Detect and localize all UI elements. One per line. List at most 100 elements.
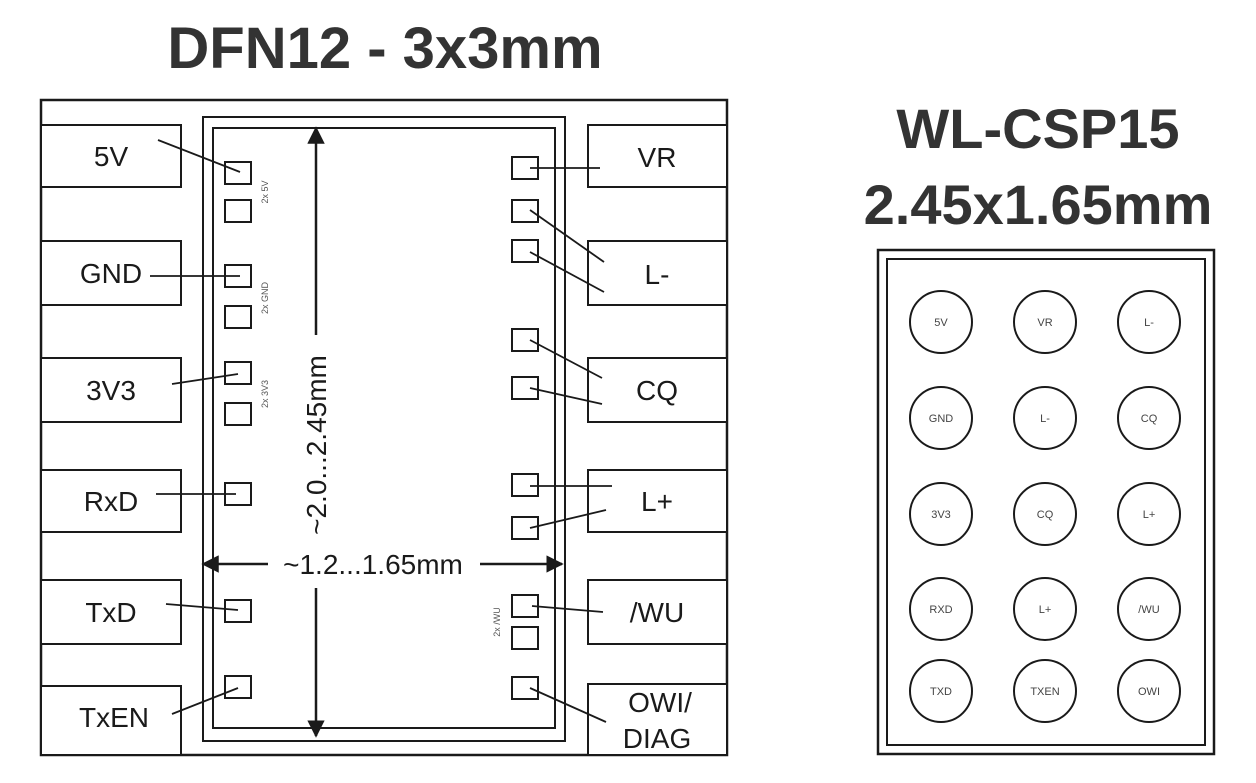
pad bbox=[511, 626, 539, 650]
leader-lplus-2 bbox=[529, 509, 607, 529]
csp-ball-label: L+ bbox=[1039, 604, 1052, 616]
csp-ball-label: L- bbox=[1040, 413, 1050, 425]
pad bbox=[224, 402, 252, 426]
pin-label-wu: /WU bbox=[630, 597, 684, 628]
dfn-left-pads bbox=[224, 161, 252, 699]
dim-horizontal-label: ~1.2...1.65mm bbox=[283, 549, 463, 580]
pad-note-3v3: 2x 3V3 bbox=[260, 380, 270, 408]
csp-ball bbox=[909, 290, 973, 354]
csp-ball bbox=[909, 577, 973, 641]
csp-ball bbox=[1117, 290, 1181, 354]
leader-owi bbox=[529, 687, 607, 723]
dfn-left-pins: 5V GND 3V3 RxD TxD TxEN bbox=[40, 124, 182, 756]
csp-ball-label: /WU bbox=[1138, 604, 1159, 616]
pin-box-rxd bbox=[40, 469, 182, 533]
dfn-right-pads bbox=[511, 156, 539, 700]
pin-box-gnd bbox=[40, 240, 182, 306]
pad bbox=[511, 676, 539, 700]
leader-cq-2 bbox=[529, 387, 603, 405]
wlcsp15-size: 2.45x1.65mm bbox=[863, 173, 1213, 236]
csp-ball-label: RXD bbox=[929, 604, 952, 616]
pin-label-cq: CQ bbox=[636, 375, 678, 406]
pin-label-diag: DIAG bbox=[623, 723, 691, 754]
pin-label-txd: TxD bbox=[85, 597, 136, 628]
pad bbox=[224, 199, 252, 223]
csp-ball bbox=[1013, 482, 1077, 546]
pad bbox=[511, 239, 539, 263]
pad-note-wu: 2x /WU bbox=[492, 607, 502, 637]
dfn-right-pins: VR L- CQ L+ /WU OWI/ DIAG bbox=[587, 124, 728, 756]
pin-box-wu bbox=[587, 579, 728, 645]
pin-box-owi-diag bbox=[587, 683, 728, 756]
csp-ball-label: OWI bbox=[1138, 686, 1160, 698]
pad bbox=[224, 161, 252, 185]
leader-wu bbox=[531, 605, 604, 613]
leader-lminus-1 bbox=[529, 209, 605, 263]
leader-5v bbox=[157, 139, 241, 173]
csp-ball-label: L- bbox=[1144, 317, 1154, 329]
csp-ball bbox=[909, 482, 973, 546]
dfn-exposed-pad-outer bbox=[202, 116, 566, 742]
pin-box-lplus bbox=[587, 469, 728, 533]
csp-ball-label: TXEN bbox=[1030, 686, 1059, 698]
leader-txen bbox=[171, 687, 239, 715]
pin-box-txen bbox=[40, 685, 182, 756]
pad bbox=[511, 199, 539, 223]
pin-label-lminus: L- bbox=[645, 259, 670, 290]
pin-box-vr bbox=[587, 124, 728, 188]
csp-ball bbox=[1117, 659, 1181, 723]
pin-label-txen: TxEN bbox=[79, 702, 149, 733]
pin-label-gnd: GND bbox=[80, 258, 142, 289]
pad bbox=[224, 305, 252, 329]
pad bbox=[224, 361, 252, 385]
pin-label-rxd: RxD bbox=[84, 486, 138, 517]
pad bbox=[511, 376, 539, 400]
pad bbox=[224, 675, 252, 699]
csp-ball-label: TXD bbox=[930, 686, 952, 698]
csp-ball-label: GND bbox=[929, 413, 954, 425]
dfn-exposed-pad-inner bbox=[212, 127, 556, 729]
pad-note-5v: 2x 5V bbox=[260, 180, 270, 203]
dfn-package-outline bbox=[39, 98, 729, 757]
pin-box-txd bbox=[40, 579, 182, 645]
pin-label-vr: VR bbox=[638, 142, 677, 173]
csp-ball bbox=[1117, 386, 1181, 450]
csp-ball-label: 3V3 bbox=[931, 509, 951, 521]
pad bbox=[224, 599, 252, 623]
pin-box-cq bbox=[587, 357, 728, 423]
pin-label-5v: 5V bbox=[94, 141, 129, 172]
pin-box-3v3 bbox=[40, 357, 182, 423]
pin-box-5v bbox=[40, 124, 182, 188]
pin-label-owi: OWI/ bbox=[628, 687, 692, 718]
pin-box-lminus bbox=[587, 240, 728, 306]
leader-lminus-2 bbox=[529, 251, 605, 293]
csp-package-inner bbox=[886, 258, 1206, 746]
csp-ball-label: 5V bbox=[934, 317, 948, 329]
csp-ball bbox=[909, 386, 973, 450]
csp-ball-label: CQ bbox=[1037, 509, 1054, 521]
leader-lines bbox=[150, 139, 612, 723]
leader-cq-1 bbox=[529, 339, 603, 379]
pad bbox=[511, 473, 539, 497]
leader-txd bbox=[165, 603, 239, 611]
pin-label-3v3: 3V3 bbox=[86, 375, 136, 406]
csp-ball bbox=[909, 659, 973, 723]
csp-ball bbox=[1013, 577, 1077, 641]
csp-ball-label: L+ bbox=[1143, 509, 1156, 521]
pad bbox=[511, 328, 539, 352]
csp-ball-label: CQ bbox=[1141, 413, 1158, 425]
dim-vertical-label: ~2.0...2.45mm bbox=[301, 355, 332, 535]
wlcsp15-title: WL-CSP15 bbox=[896, 97, 1180, 160]
leader-3v3 bbox=[171, 373, 239, 385]
csp-ball-label: VR bbox=[1037, 317, 1052, 329]
csp-ball bbox=[1117, 577, 1181, 641]
csp-package-outline bbox=[876, 248, 1216, 756]
dfn12-title: DFN12 - 3x3mm bbox=[167, 16, 603, 81]
csp-ball-grid: 5V VR L- GND L- CQ 3V3 CQ L+ RXD L+ /WU TXD TXEN OWI bbox=[909, 290, 1181, 723]
csp-ball bbox=[1013, 659, 1077, 723]
pad-note-gnd: 2x GND bbox=[260, 282, 270, 315]
pin-label-lplus: L+ bbox=[641, 486, 673, 517]
csp-ball bbox=[1117, 482, 1181, 546]
csp-ball bbox=[1013, 290, 1077, 354]
